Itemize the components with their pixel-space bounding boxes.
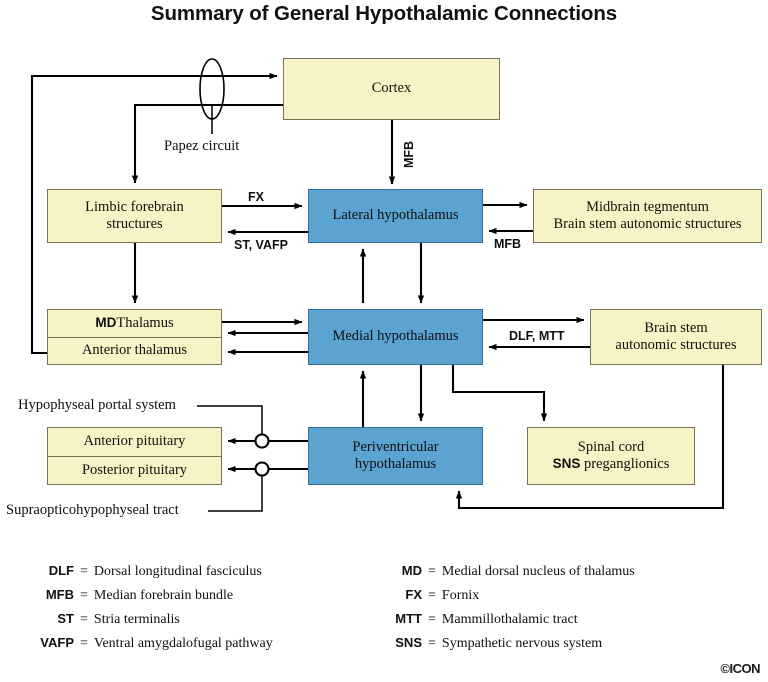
papez-circuit-ellipse bbox=[199, 58, 225, 120]
wire-brainstem-to-periventricular bbox=[455, 365, 725, 510]
legend-abbr: MD bbox=[401, 563, 422, 578]
copyright-credit: ©ICON bbox=[720, 661, 760, 676]
node-limbic-forebrain-structures[interactable]: Limbic forebrain structures bbox=[47, 189, 222, 243]
label-st-vafp: ST, VAFP bbox=[234, 238, 288, 252]
legend-definition: Mammillothalamic tract bbox=[441, 612, 578, 627]
label-mfb-midbrain: MFB bbox=[494, 237, 522, 251]
legend-equals: = bbox=[428, 636, 436, 651]
node-marker-posterior-pituitary bbox=[254, 461, 270, 477]
legend-row: SNS = Sympathetic nervous system bbox=[370, 635, 635, 652]
node-lateral-hypothalamus[interactable]: Lateral hypothalamus bbox=[308, 189, 483, 243]
node-posterior-pituitary[interactable]: Posterior pituitary bbox=[48, 457, 221, 485]
node-spinal-cord-line1: Spinal cord bbox=[577, 438, 645, 455]
legend-equals: = bbox=[428, 612, 436, 627]
node-midbrain-line2: Brain stem autonomic structures bbox=[553, 216, 742, 232]
legend-row: DLF = Dorsal longitudinal fasciculus bbox=[22, 563, 273, 580]
legend-abbr: DLF bbox=[48, 563, 74, 578]
node-thalamus[interactable]: MD Thalamus Anterior thalamus bbox=[47, 309, 222, 365]
legend-row: MD = Medial dorsal nucleus of thalamus bbox=[370, 563, 635, 580]
node-anterior-pituitary[interactable]: Anterior pituitary bbox=[48, 428, 221, 457]
wire-cortex-to-limbic bbox=[131, 103, 283, 184]
node-brainstem-line2: autonomic structures bbox=[615, 337, 737, 353]
label-dlf-mtt: DLF, MTT bbox=[509, 329, 565, 343]
node-periventricular-line1: Periventricular bbox=[352, 438, 439, 455]
label-hypophyseal-portal-system: Hypophyseal portal system bbox=[18, 397, 176, 413]
node-medial-hypothalamus-label: Medial hypothalamus bbox=[332, 328, 459, 345]
legend-equals: = bbox=[80, 612, 88, 627]
legend-definition: Medial dorsal nucleus of thalamus bbox=[441, 564, 635, 579]
node-cortex-label: Cortex bbox=[371, 80, 412, 97]
wire-medial-to-spinal-cord bbox=[451, 365, 548, 422]
node-spinal-cord-sns-preganglionics[interactable]: Spinal cord SNS preganglionics bbox=[527, 427, 695, 485]
legend-equals: = bbox=[428, 588, 436, 603]
legend-abbr: VAFP bbox=[40, 635, 74, 650]
legend-equals: = bbox=[80, 636, 88, 651]
legend-left-column: DLF = Dorsal longitudinal fasciculus MFB… bbox=[22, 563, 273, 659]
node-anterior-thalamus-label: Anterior thalamus bbox=[81, 342, 188, 359]
legend-equals: = bbox=[428, 564, 436, 579]
label-papez-circuit: Papez circuit bbox=[164, 138, 240, 154]
node-spinal-cord-sns-abbr: SNS bbox=[552, 456, 581, 471]
legend-definition: Fornix bbox=[441, 588, 480, 603]
node-pituitary[interactable]: Anterior pituitary Posterior pituitary bbox=[47, 427, 222, 485]
node-spinal-cord-line2-rest: preganglionics bbox=[580, 456, 670, 472]
node-anterior-thalamus[interactable]: Anterior thalamus bbox=[48, 338, 221, 365]
legend-equals: = bbox=[80, 564, 88, 579]
node-anterior-pituitary-label: Anterior pituitary bbox=[83, 433, 186, 450]
label-fx: FX bbox=[248, 190, 264, 204]
legend-definition: Ventral amygdalofugal pathway bbox=[93, 636, 273, 651]
legend-abbr: MFB bbox=[45, 587, 74, 602]
node-limbic-line1: Limbic forebrain bbox=[85, 198, 184, 215]
legend-abbr: MTT bbox=[395, 611, 422, 626]
node-lateral-hypothalamus-label: Lateral hypothalamus bbox=[332, 207, 459, 224]
node-midbrain-line1: Midbrain tegmentum bbox=[586, 198, 709, 215]
leader-supraopticohypophyseal-tract bbox=[208, 473, 263, 512]
legend-row: MTT = Mammillothalamic tract bbox=[370, 611, 635, 628]
legend-abbr: ST bbox=[57, 611, 74, 626]
label-supraopticohypophyseal-tract: Supraopticohypophyseal tract bbox=[6, 502, 179, 518]
node-brainstem-autonomic-structures[interactable]: Brain stem autonomic structures bbox=[590, 309, 762, 365]
node-marker-anterior-pituitary bbox=[254, 433, 270, 449]
node-md-thalamus[interactable]: MD Thalamus bbox=[48, 310, 221, 338]
node-medial-hypothalamus[interactable]: Medial hypothalamus bbox=[308, 309, 483, 365]
node-brainstem-line1: Brain stem bbox=[644, 319, 708, 336]
node-md-thalamus-abbr: MD bbox=[95, 315, 117, 331]
wire-anterior-thalamus-to-cortex bbox=[30, 72, 278, 355]
node-posterior-pituitary-label: Posterior pituitary bbox=[81, 461, 188, 478]
node-md-thalamus-label: Thalamus bbox=[116, 314, 174, 331]
legend-row: FX = Fornix bbox=[370, 587, 635, 604]
node-limbic-line2: structures bbox=[106, 216, 163, 232]
node-midbrain-tegmentum[interactable]: Midbrain tegmentum Brain stem autonomic … bbox=[533, 189, 762, 243]
legend-equals: = bbox=[80, 588, 88, 603]
legend-row: MFB = Median forebrain bundle bbox=[22, 587, 273, 604]
page-title: Summary of General Hypothalamic Connecti… bbox=[150, 2, 618, 25]
legend-row: ST = Stria terminalis bbox=[22, 611, 273, 628]
legend-abbr: SNS bbox=[395, 635, 422, 650]
legend-row: VAFP = Ventral amygdalofugal pathway bbox=[22, 635, 273, 652]
legend-definition: Stria terminalis bbox=[93, 612, 180, 627]
node-periventricular-line2: hypothalamus bbox=[354, 456, 437, 472]
legend-definition: Median forebrain bundle bbox=[93, 588, 234, 603]
legend-right-column: MD = Medial dorsal nucleus of thalamus F… bbox=[370, 563, 635, 659]
leader-hypophyseal-portal-system bbox=[197, 405, 263, 437]
legend-definition: Sympathetic nervous system bbox=[441, 636, 603, 651]
legend-definition: Dorsal longitudinal fasciculus bbox=[93, 564, 262, 579]
legend-abbr: FX bbox=[405, 587, 422, 602]
node-spinal-cord-line2: SNS preganglionics bbox=[553, 456, 670, 473]
label-mfb-cortex-to-lateral: MFB bbox=[402, 140, 416, 168]
node-cortex[interactable]: Cortex bbox=[283, 58, 500, 120]
node-periventricular-hypothalamus[interactable]: Periventricular hypothalamus bbox=[308, 427, 483, 485]
